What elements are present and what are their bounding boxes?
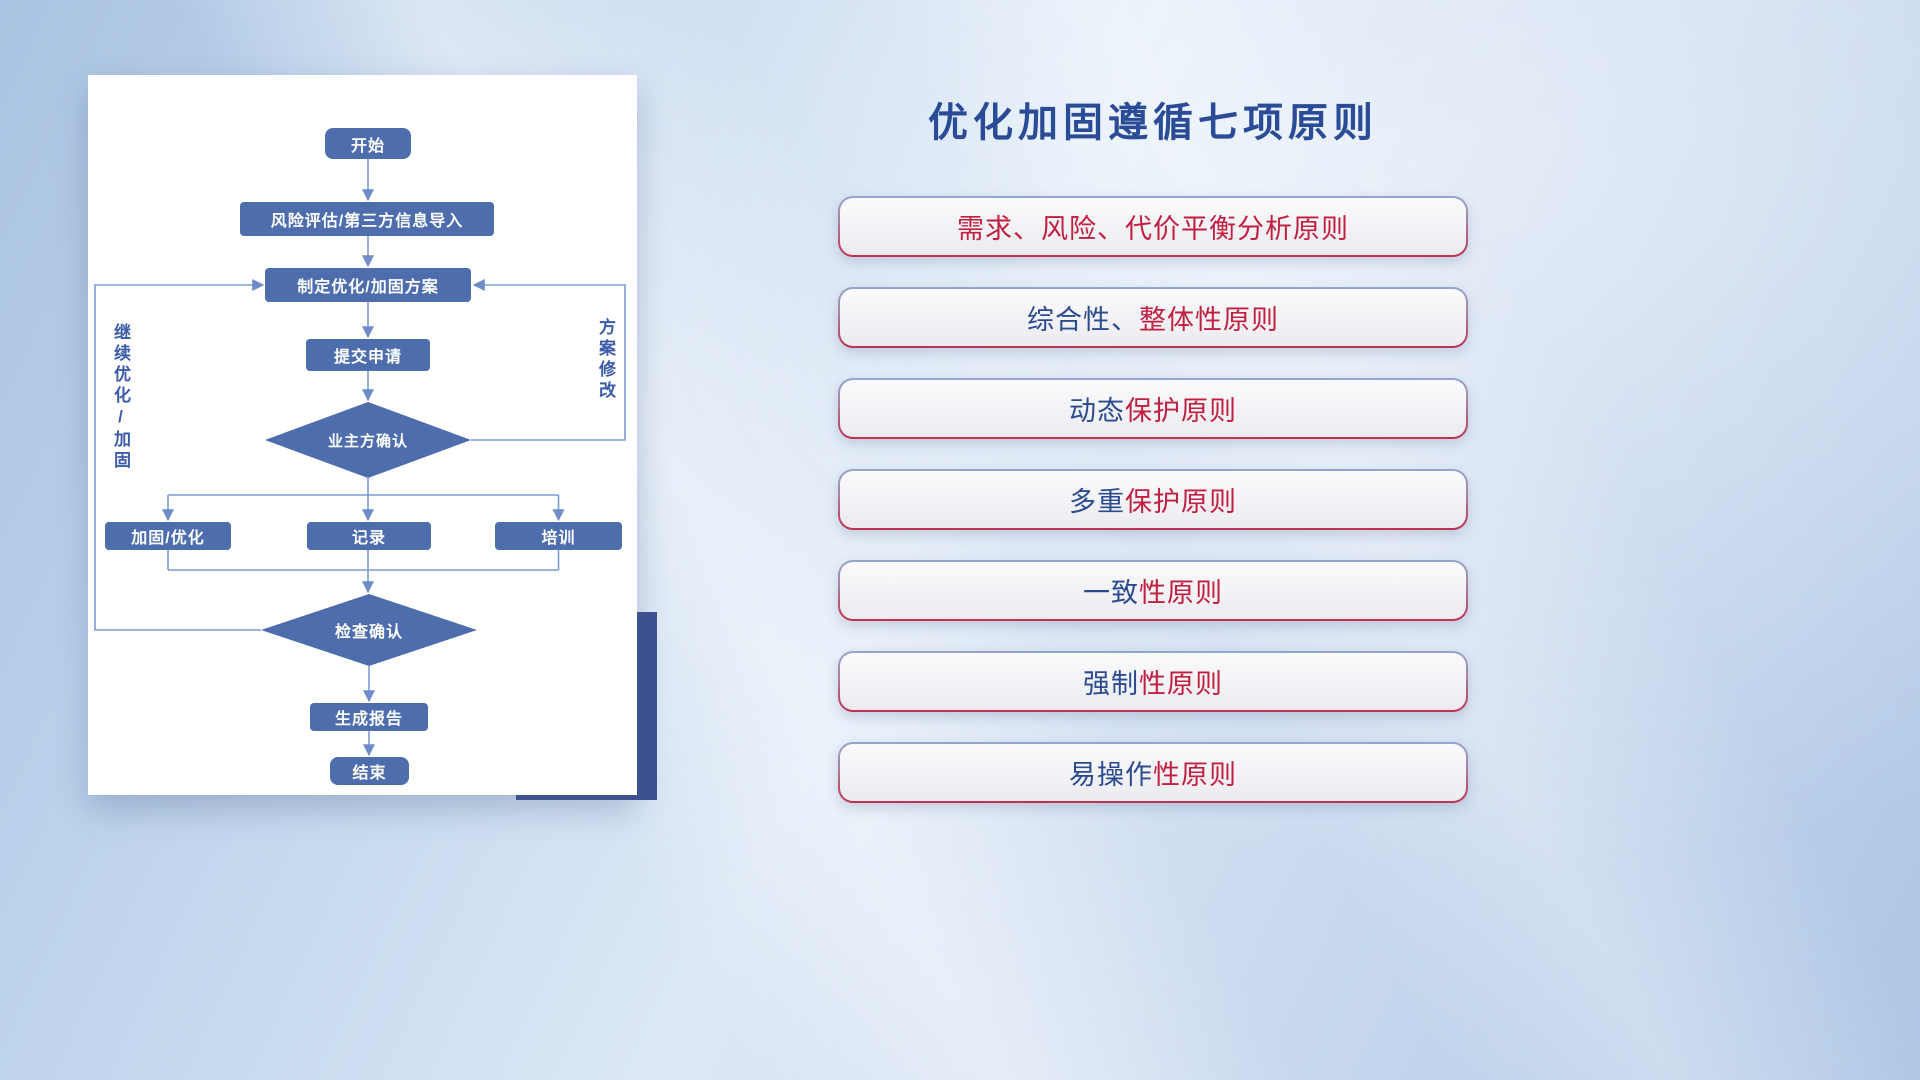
- flowchart-card: 开始 风险评估/第三方信息导入 制定优化/加固方案 提交申请 业主方确认 加固/…: [88, 75, 637, 795]
- principle-text-blue: 多重: [1069, 487, 1125, 517]
- principle-text: 综合性、整体性原则: [840, 289, 1466, 346]
- flow-node-submit: 提交申请: [306, 339, 430, 371]
- principle-card-1: 需求、风险、代价平衡分析原则: [838, 196, 1468, 257]
- principle-text-red: 性原则: [1139, 669, 1223, 699]
- principle-text: 一致性原则: [840, 562, 1466, 619]
- principle-card-3: 动态保护原则: [838, 378, 1468, 439]
- principle-text-blue: 综合性、: [1027, 305, 1139, 335]
- edge-label-continue-optimize: 继续优化/加固: [111, 323, 130, 472]
- flow-node-start: 开始: [325, 128, 411, 159]
- flow-node-training: 培训: [495, 522, 622, 550]
- principle-card-5: 一致性原则: [838, 560, 1468, 621]
- principle-text-red: 性原则: [1153, 760, 1237, 790]
- principle-text-red: 需求、风险、代价平衡分析原则: [957, 214, 1349, 244]
- page-title: 优化加固遵循七项原则: [928, 101, 1378, 145]
- flowchart-connectors: [94, 159, 626, 757]
- principle-text-red: 整体性原则: [1139, 305, 1279, 335]
- principle-text: 多重保护原则: [840, 471, 1466, 528]
- principle-text: 动态保护原则: [840, 380, 1466, 437]
- principles-list: 需求、风险、代价平衡分析原则 综合性、整体性原则 动态保护原则 多重保护原则 一…: [838, 196, 1468, 833]
- flow-node-risk-import: 风险评估/第三方信息导入: [240, 202, 494, 236]
- flow-node-end: 结束: [330, 757, 409, 785]
- flow-node-harden-optimize: 加固/优化: [105, 522, 231, 550]
- flow-node-report: 生成报告: [310, 703, 428, 731]
- principle-text-blue: 动态: [1069, 396, 1125, 426]
- principle-text-red: 保护原则: [1125, 396, 1237, 426]
- principle-text-blue: 易操作: [1069, 760, 1153, 790]
- flow-node-record: 记录: [307, 522, 431, 550]
- principle-text-blue: 一致: [1083, 578, 1139, 608]
- principle-card-4: 多重保护原则: [838, 469, 1468, 530]
- principle-text: 强制性原则: [840, 653, 1466, 710]
- flow-node-make-plan: 制定优化/加固方案: [265, 268, 471, 302]
- edge-label-plan-revise: 方案修改: [596, 318, 615, 402]
- principle-card-7: 易操作性原则: [838, 742, 1468, 803]
- principle-text-red: 保护原则: [1125, 487, 1237, 517]
- principle-text: 需求、风险、代价平衡分析原则: [840, 198, 1466, 255]
- principle-text-blue: 强制: [1083, 669, 1139, 699]
- principle-card-2: 综合性、整体性原则: [838, 287, 1468, 348]
- principle-card-6: 强制性原则: [838, 651, 1468, 712]
- principle-text-red: 性原则: [1139, 578, 1223, 608]
- principle-text: 易操作性原则: [840, 744, 1466, 801]
